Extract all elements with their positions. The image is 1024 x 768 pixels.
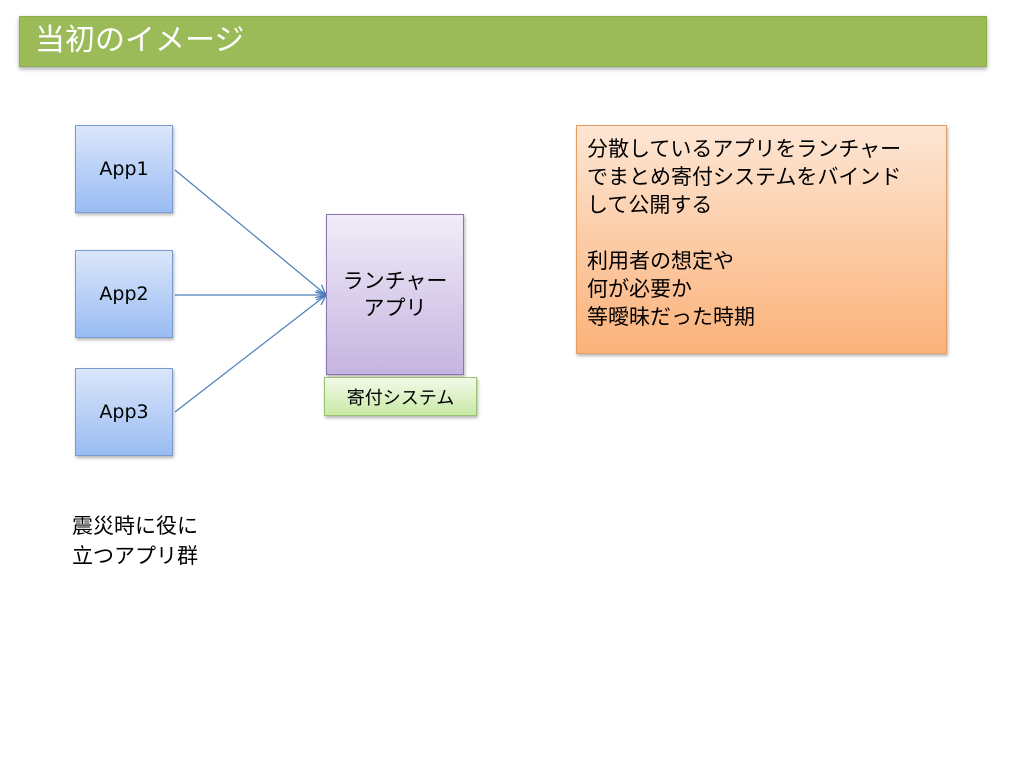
app3-label: App3 — [99, 401, 149, 423]
launcher-label-line2: アプリ — [363, 295, 427, 320]
note-box: 分散しているアプリをランチャー でまとめ寄付システムをバインド して公開する 利… — [576, 125, 947, 354]
note-line: 分散しているアプリをランチャー — [587, 137, 902, 161]
caption-line1: 震災時に役に — [72, 514, 198, 538]
app2-label: App2 — [99, 283, 149, 305]
apps-caption: 震災時に役に 立つアプリ群 — [72, 511, 198, 571]
arrow-app1-to-launcher — [174, 169, 325, 294]
donation-system-label: 寄付システム — [346, 387, 455, 409]
caption-line2: 立つアプリ群 — [72, 544, 198, 568]
note-line: して公開する — [587, 193, 713, 217]
title-bar: 当初のイメージ — [19, 16, 987, 67]
note-line: 利用者の想定や — [587, 249, 734, 273]
app3-box: App3 — [75, 368, 173, 456]
launcher-label-line1: ランチャー — [342, 268, 448, 293]
slide-title: 当初のイメージ — [35, 23, 245, 58]
donation-system-box: 寄付システム — [324, 377, 477, 416]
note-line: 等曖昧だった時期 — [587, 305, 755, 329]
launcher-app-box: ランチャー アプリ — [326, 214, 464, 375]
note-line: でまとめ寄付システムをバインド — [587, 165, 902, 189]
app2-box: App2 — [75, 250, 173, 338]
app1-box: App1 — [75, 125, 173, 213]
note-line: 何が必要か — [587, 277, 692, 301]
app1-label: App1 — [99, 158, 149, 180]
arrow-app3-to-launcher — [174, 296, 325, 413]
